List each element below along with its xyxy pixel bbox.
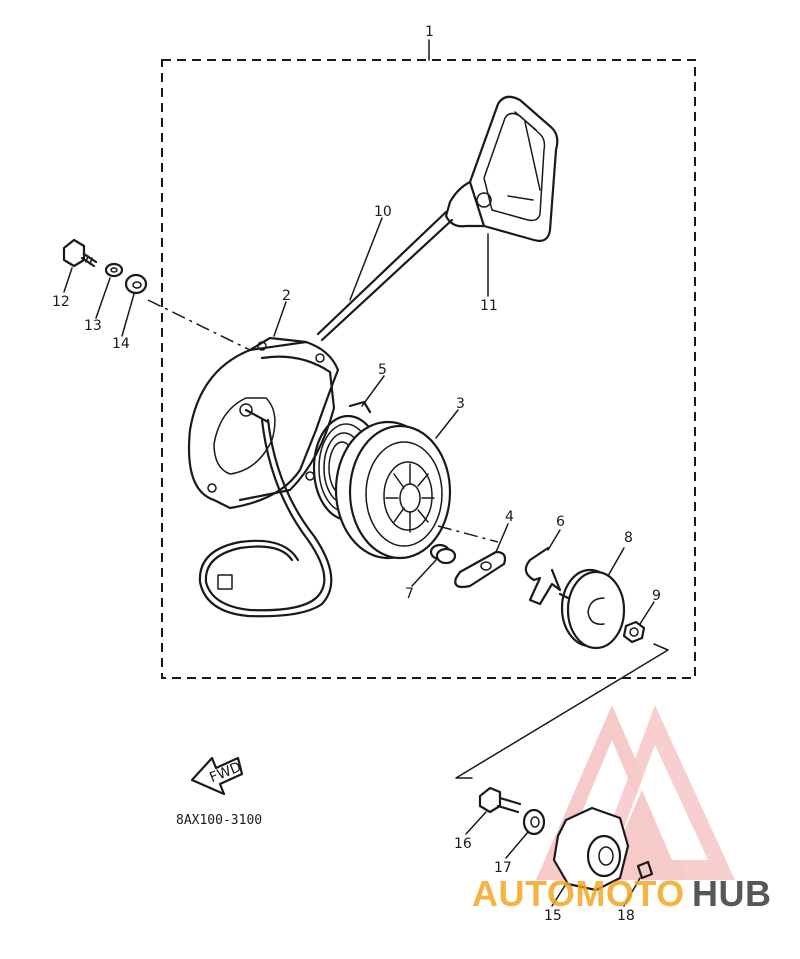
callout-1: 1 xyxy=(425,24,434,40)
starter-pulley-15 xyxy=(552,806,630,892)
part-code: 8AX100-3100 xyxy=(176,813,262,828)
watermark-text-main: AUTOMOTO xyxy=(472,873,685,914)
rope-reel xyxy=(334,420,452,560)
callout-9: 9 xyxy=(652,588,661,604)
nut xyxy=(622,620,646,644)
collar xyxy=(429,543,457,565)
callout-14: 14 xyxy=(112,336,130,352)
fwd-arrow-icon xyxy=(190,756,244,796)
callout-5: 5 xyxy=(378,362,387,378)
starter-handle xyxy=(444,95,559,242)
callout-7: 7 xyxy=(405,586,414,602)
callout-3: 3 xyxy=(456,396,465,412)
callout-10: 10 xyxy=(374,204,392,220)
bolt-axis-line xyxy=(147,299,251,351)
bolt-12 xyxy=(62,238,98,268)
callout-11: 11 xyxy=(480,298,498,314)
callout-4: 4 xyxy=(505,509,514,525)
callout-15: 15 xyxy=(544,908,562,924)
callout-12: 12 xyxy=(52,294,70,310)
callout-13: 13 xyxy=(84,318,102,334)
watermark-text: AUTOMOTO HUB xyxy=(472,873,772,914)
reel-axis-line xyxy=(437,525,499,543)
spring-washer-13 xyxy=(104,262,124,278)
washer-14 xyxy=(124,273,148,295)
watermark-text-hub: HUB xyxy=(692,873,772,914)
lower-bracket-line xyxy=(455,643,669,779)
pawl-spring-clip xyxy=(524,546,562,606)
ratchet-pawl xyxy=(454,550,507,589)
callout-6: 6 xyxy=(556,514,565,530)
bolt-16 xyxy=(478,786,522,814)
callout-8: 8 xyxy=(624,530,633,546)
callout-17: 17 xyxy=(494,860,512,876)
callout-2: 2 xyxy=(282,288,291,304)
leader-lines xyxy=(63,217,655,907)
callout-18: 18 xyxy=(617,908,635,924)
assembly-boundary xyxy=(161,39,696,679)
friction-plate xyxy=(558,568,626,650)
starter-rope xyxy=(198,210,454,618)
key-18 xyxy=(636,860,654,880)
starter-housing xyxy=(187,336,340,510)
callout-16: 16 xyxy=(454,836,472,852)
washer-17 xyxy=(522,808,546,836)
